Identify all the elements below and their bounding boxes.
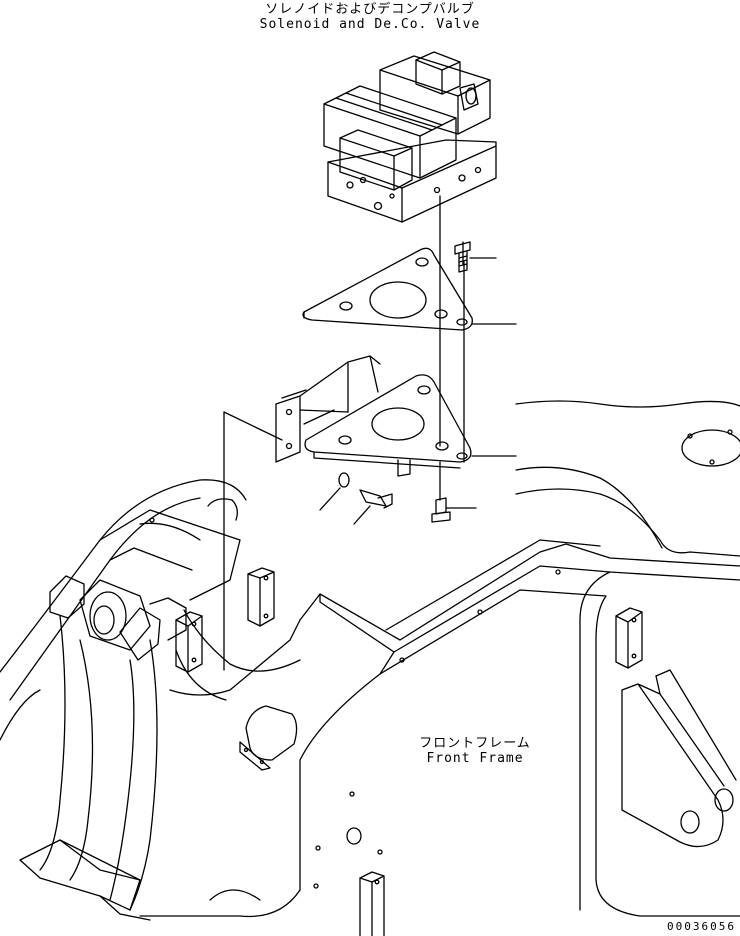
drawing-code: 00036056 xyxy=(667,920,736,933)
valve-label: ソレノイドおよびデコンプバルブ Solenoid and De.Co. Valv… xyxy=(0,2,740,32)
solenoid-valve-assembly xyxy=(324,52,496,222)
front-frame-label-en: Front Frame xyxy=(426,751,524,766)
bolt-lower xyxy=(320,473,476,524)
valve-label-jp: ソレノイドおよびデコンプバルブ xyxy=(265,2,475,17)
front-frame xyxy=(0,401,740,936)
upper-bracket-plate xyxy=(303,248,516,330)
front-frame-label: フロントフレーム Front Frame xyxy=(415,736,535,766)
valve-label-en: Solenoid and De.Co. Valve xyxy=(259,17,481,32)
front-frame-label-jp: フロントフレーム xyxy=(419,736,531,751)
bolt-upper xyxy=(455,242,496,272)
mount-bracket xyxy=(276,356,516,476)
